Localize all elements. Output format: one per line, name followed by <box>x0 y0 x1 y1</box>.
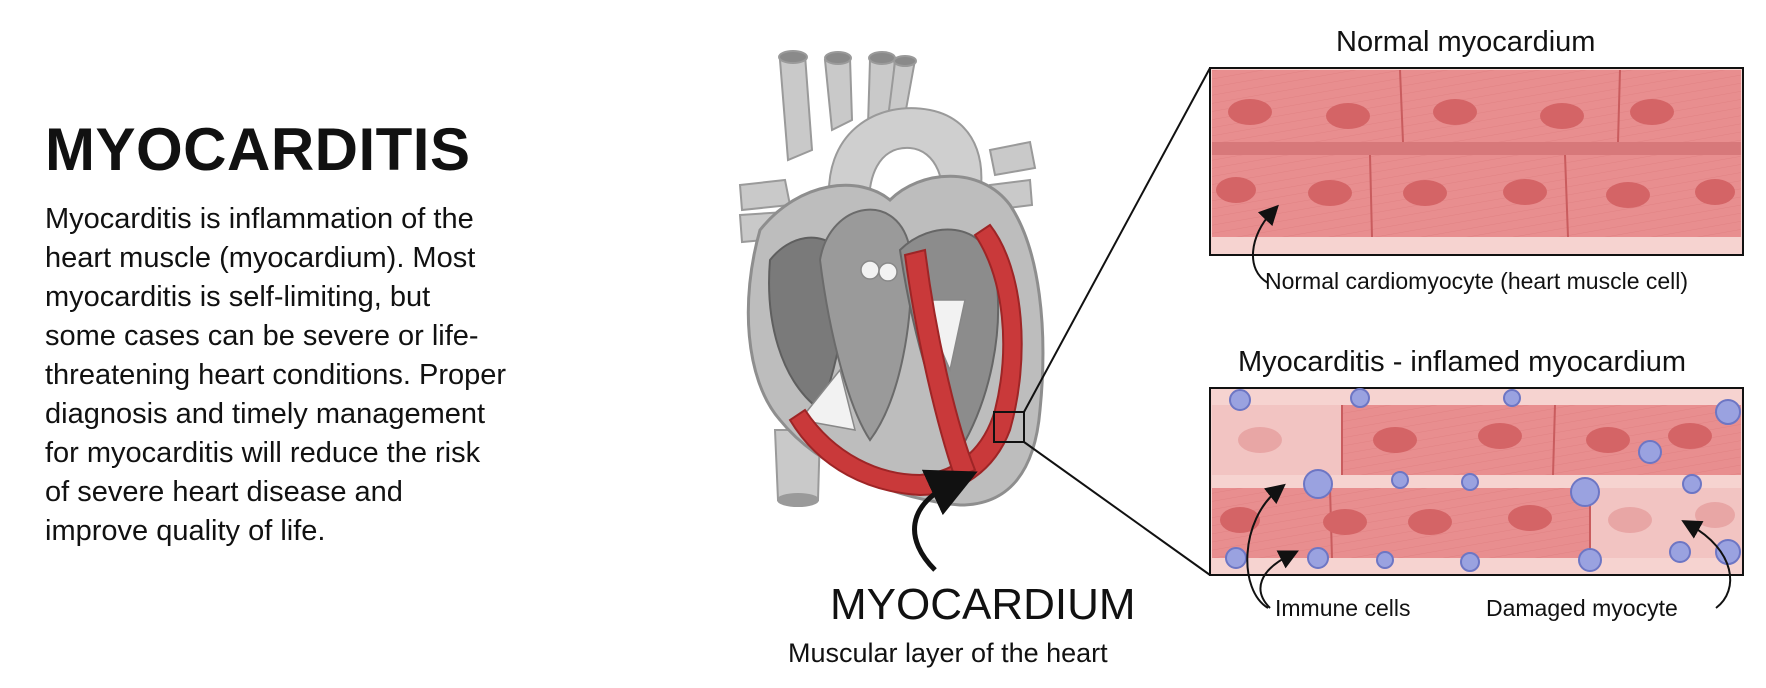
heart-illustration <box>738 50 1045 507</box>
normal-cell-label: Normal cardiomyocyte (heart muscle cell) <box>1265 268 1689 294</box>
nuclei <box>1216 99 1735 208</box>
myocardium-label: MYOCARDIUM <box>830 580 1136 629</box>
zoom-line-bottom <box>1023 441 1211 576</box>
damaged-myocyte-label: Damaged myocyte <box>1486 595 1678 621</box>
damaged-myocyte-arrow <box>1681 520 1732 609</box>
description-line: Myocarditis is inflammation of the <box>45 203 474 235</box>
description-line: for myocarditis will reduce the risk <box>45 437 481 469</box>
description-line: heart muscle (myocardium). Most <box>45 242 476 274</box>
myocardium-wall <box>788 223 1023 497</box>
inflamed-panel-title: Myocarditis - inflamed myocardium <box>1238 346 1687 378</box>
normal-cell-arrow <box>1252 204 1279 284</box>
normal-myocardium-panel <box>1209 67 1744 284</box>
description: Myocarditis is inflammation of the heart… <box>45 200 625 551</box>
zoom-box <box>993 411 1025 443</box>
description-line: improve quality of life. <box>45 515 326 547</box>
immune-cells-arrow <box>1246 483 1286 609</box>
myocardium-sublabel: Muscular layer of the heart <box>788 638 1108 668</box>
normal-panel-title: Normal myocardium <box>1336 26 1596 58</box>
immune-cells <box>1225 388 1741 572</box>
immune-cells-arrow <box>1259 550 1299 609</box>
description-line: threatening heart conditions. Proper <box>45 359 507 391</box>
description-line: myocarditis is self-limiting, but <box>45 281 431 313</box>
page-title: MYOCARDITIS <box>45 116 471 183</box>
zoom-line-top <box>1023 67 1211 413</box>
myocardium-arrow <box>912 469 978 572</box>
inflamed-myocardium-panel <box>1209 387 1744 609</box>
description-line: some cases can be severe or life- <box>45 320 479 352</box>
nuclei <box>1220 423 1735 535</box>
immune-cells-label: Immune cells <box>1275 595 1411 621</box>
description-line: of severe heart disease and <box>45 476 403 508</box>
description-line: diagnosis and timely management <box>45 398 486 430</box>
